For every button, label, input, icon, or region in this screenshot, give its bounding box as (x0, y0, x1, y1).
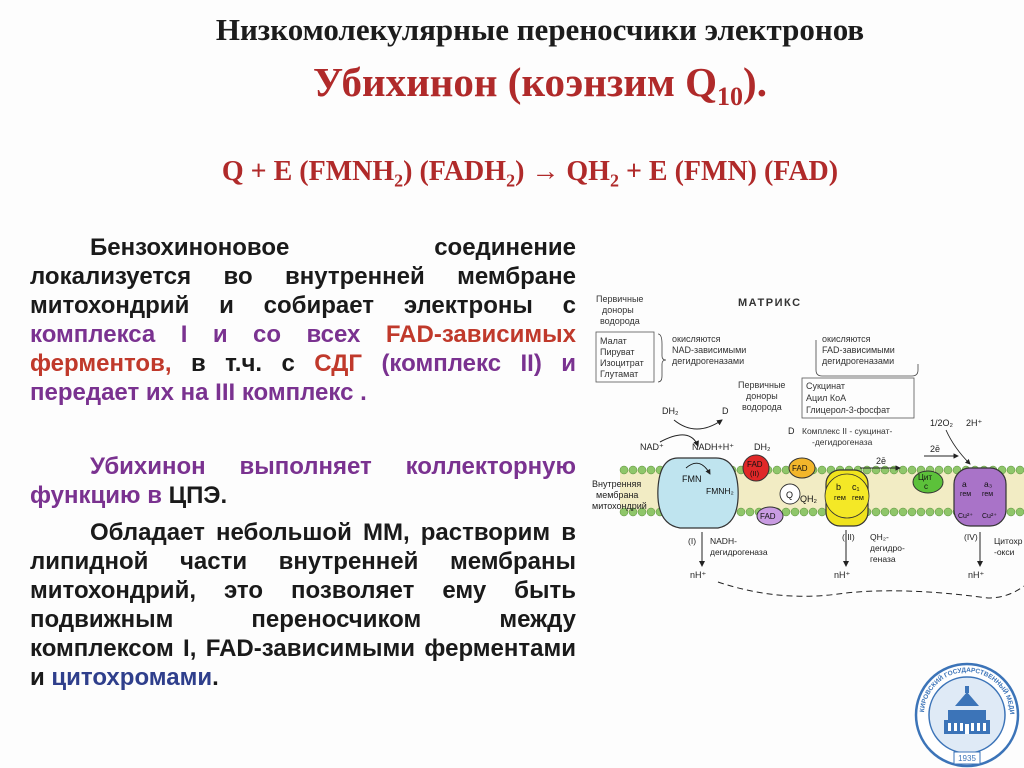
complex-3-label: (III) (842, 532, 855, 542)
fad-oxidation-label: окисляются FAD-зависимыми дегидрогеназам… (822, 334, 895, 366)
seal-year: 1935 (958, 754, 976, 763)
two-h-label: 2H⁺ (966, 418, 983, 428)
svg-text:Цитохр: Цитохр (994, 536, 1023, 546)
svg-text:QH₂-: QH₂- (870, 532, 889, 542)
complex-2-fad: FAD (II) FAD FAD (742, 454, 816, 526)
svg-text:NAD-зависимыми: NAD-зависимыми (672, 345, 746, 355)
svg-text:Глицерол-3-фосфат: Глицерол-3-фосфат (806, 405, 890, 415)
svg-text:доноры: доноры (746, 391, 778, 401)
ubiquinone-cycle: Q QH₂ (779, 483, 818, 505)
nadh-label: NADH+H⁺ (692, 442, 734, 452)
paragraph-collector: Убихинон выполняет коллекторную функцию … (30, 453, 576, 509)
svg-text:дегидрогеназами: дегидрогеназами (672, 356, 744, 366)
svg-text:митохондрий: митохондрий (592, 501, 647, 511)
complex-1-name: NADH- дегидрогеназа (710, 536, 768, 557)
slide-title: Низкомолекулярные переносчики электронов (215, 12, 865, 47)
paragraph-properties: Обладает небольшой ММ, растворим в липид… (30, 519, 576, 691)
complex-4-name: Цитохр -окси (994, 536, 1023, 557)
svg-text:b: b (836, 482, 841, 492)
matrix-label: МАТРИКС (738, 297, 802, 309)
svg-text:-дегидрогеназа: -дегидрогеназа (812, 437, 873, 447)
electron-transport-chain-diagram: МАТРИКС Первичные доноры водорода Малат … (592, 294, 1024, 599)
svg-text:водорода: водорода (600, 316, 640, 326)
proton-label-1: nH⁺ (690, 570, 707, 580)
svg-text:FAD: FAD (747, 460, 763, 469)
svg-text:геназа: геназа (870, 554, 896, 564)
proton-label-2: nH⁺ (834, 570, 851, 580)
svg-text:a: a (962, 479, 967, 489)
svg-text:мембрана: мембрана (596, 490, 638, 500)
svg-text:FAD-зависимыми: FAD-зависимыми (822, 345, 895, 355)
svg-text:FAD: FAD (760, 512, 776, 521)
svg-text:-окси: -окси (994, 547, 1015, 557)
svg-text:Цит: Цит (918, 473, 932, 482)
svg-text:Сукцинат: Сукцинат (806, 381, 845, 391)
university-seal-logo: КИРОВСКИЙ ГОСУДАРСТВЕННЫЙ МЕДИЦИНСКИЙ УН… (914, 662, 1020, 768)
complex-1-label: (I) (688, 536, 696, 546)
fad-substrates-list: Сукцинат Ацил КоА Глицерол-3-фосфат (806, 381, 890, 415)
svg-text:FMN: FMN (682, 474, 702, 484)
svg-text:окисляются: окисляются (822, 334, 871, 344)
svg-text:гем: гем (960, 491, 971, 498)
svg-text:дегидрогеназами: дегидрогеназами (822, 356, 894, 366)
nad-plus-label: NAD⁺ (640, 442, 664, 452)
svg-text:c: c (924, 482, 928, 491)
svg-text:QH₂: QH₂ (800, 494, 818, 504)
svg-text:Внутренняя: Внутренняя (592, 479, 641, 489)
svg-text:Малат: Малат (600, 336, 627, 346)
svg-text:Комплекс II - сукцинат-: Комплекс II - сукцинат- (802, 426, 892, 436)
complex-4-label: (IV) (964, 532, 978, 542)
svg-text:доноры: доноры (602, 305, 634, 315)
membrane-label: Внутренняя мембрана митохондрий (592, 479, 647, 511)
svg-text:окисляются: окисляются (672, 334, 721, 344)
complex-3-name: QH₂- дегидро- геназа (870, 532, 905, 564)
svg-text:c₁: c₁ (852, 482, 860, 492)
svg-text:FMNH₂: FMNH₂ (706, 486, 734, 496)
svg-text:Первичные: Первичные (738, 380, 785, 390)
complex-4: a гем a₃ гем Cu²⁺ Cu²⁺ (953, 467, 1007, 527)
primary-donors-label-2: Первичные доноры водорода (738, 380, 785, 412)
svg-text:Изоцитрат: Изоцитрат (600, 358, 644, 368)
reaction-equation: Q + E (FMNH2) (FADH2) → QH2 + E (FMN) (F… (221, 156, 839, 191)
proton-label-3: nH⁺ (968, 570, 985, 580)
svg-text:гем: гем (852, 493, 864, 502)
svg-text:дегидро-: дегидро- (870, 543, 905, 553)
nad-oxidation-label: окисляются NAD-зависимыми дегидрогеназам… (672, 334, 746, 366)
d-label-a: D (722, 406, 729, 416)
svg-text:Cu²⁺: Cu²⁺ (982, 513, 997, 520)
half-oxygen-label: 1/2O₂ (930, 418, 954, 428)
cytochrome-c: Цит c (912, 470, 944, 494)
svg-text:Глутамат: Глутамат (600, 369, 638, 379)
complex-1-nadh-dehydrogenase: FMN FMNH₂ (657, 457, 739, 529)
two-e-label-2: 2ē (930, 444, 940, 454)
complex2-label: Комплекс II - сукцинат- -дегидрогеназа (802, 426, 892, 447)
svg-text:Пируват: Пируват (600, 347, 635, 357)
svg-text:Первичные: Первичные (596, 294, 643, 304)
svg-text:Q: Q (786, 490, 793, 500)
primary-donors-label-1: Первичные доноры водорода (596, 294, 643, 326)
svg-text:a₃: a₃ (984, 479, 992, 489)
svg-text:гем: гем (982, 491, 993, 498)
two-e-label-1: 2ē (876, 456, 886, 466)
svg-text:FAD: FAD (792, 464, 808, 473)
paragraph-localization: Бензохиноновое соединение локализуется в… (30, 234, 577, 406)
svg-text:гем: гем (834, 493, 846, 502)
svg-text:NADH-: NADH- (710, 536, 737, 546)
dh2-label-a: DH₂ (662, 406, 679, 416)
nad-substrates-list: Малат Пируват Изоцитрат Глутамат (600, 336, 644, 379)
complex-3: b гем c₁ гем (824, 469, 870, 527)
dh2-label-b: DH₂ (754, 442, 771, 452)
svg-text:Ацил КоА: Ацил КоА (806, 393, 846, 403)
svg-text:(II): (II) (750, 469, 760, 478)
svg-text:водорода: водорода (742, 402, 782, 412)
slide-subtitle: Убихинон (коэнзим Q10). (313, 59, 767, 112)
d-label-b: D (788, 426, 795, 436)
svg-text:дегидрогеназа: дегидрогеназа (710, 547, 768, 557)
svg-text:Cu²⁺: Cu²⁺ (958, 513, 973, 520)
